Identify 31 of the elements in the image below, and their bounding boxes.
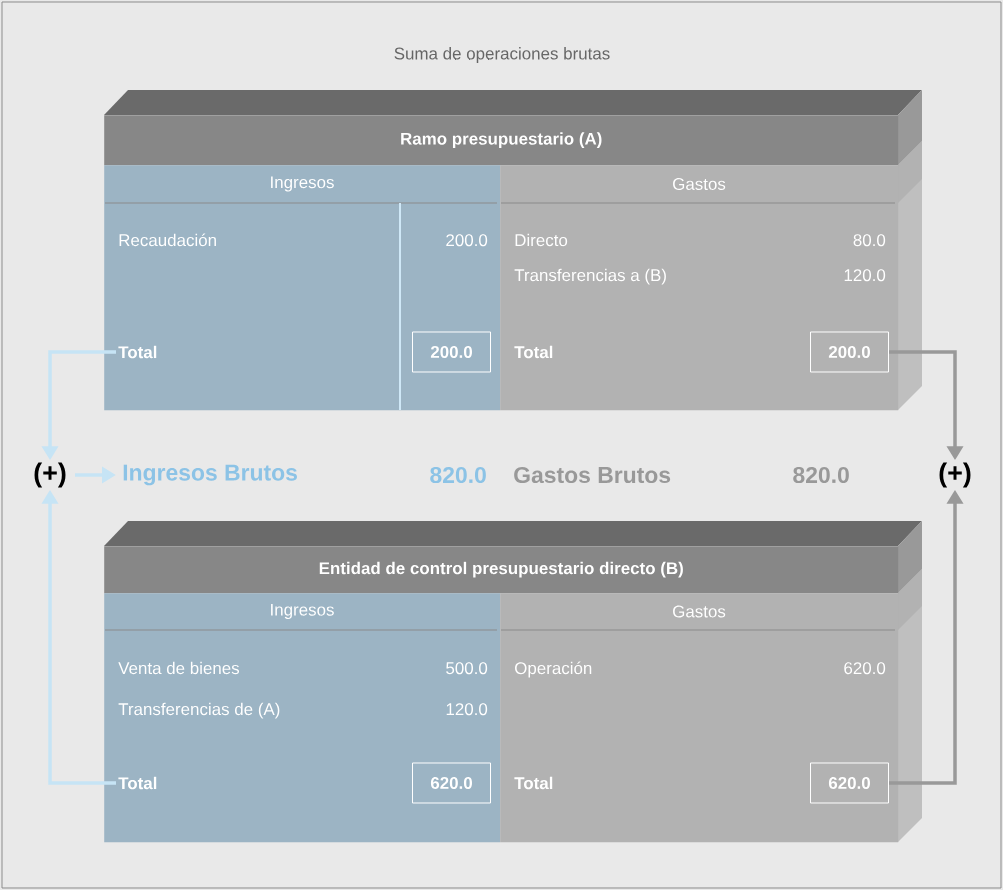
row-label: Transferencias de (A) [118, 702, 280, 719]
column-heading: Gastos [673, 605, 726, 618]
total-heading: Gastos Brutos [514, 466, 671, 484]
total-box: 200.0 [412, 331, 491, 373]
row-label: Recaudación [119, 233, 216, 247]
plus-sign: (+) [34, 462, 66, 488]
total-box: 620.0 [412, 762, 491, 804]
total-label: Total [118, 776, 157, 790]
amount: 200.0 [446, 234, 488, 247]
total-label: Total [118, 345, 157, 359]
row-label: Transferencias a (B) [514, 268, 666, 285]
amount: 120.0 [446, 703, 488, 716]
amount: 120.0 [844, 269, 886, 282]
total-box: 620.0 [810, 762, 889, 804]
column-heading: Ingresos [271, 603, 334, 620]
column-heading: Gastos [673, 178, 726, 190]
total-heading: Ingresos Brutos [123, 464, 297, 486]
row-label: Venta de bienes [118, 661, 240, 675]
total-amount: 820.0 [793, 466, 849, 484]
amount: 80.0 [853, 234, 886, 247]
total-amount: 820.0 [430, 466, 486, 484]
column-heading: Ingresos [271, 176, 334, 192]
plus-sign: (+) [939, 462, 971, 488]
total-label: Total [514, 776, 553, 790]
amount: 500.0 [446, 662, 488, 675]
amount: 620.0 [844, 662, 886, 675]
total-label: Total [514, 345, 553, 359]
title: Suma de operaciones brutas [394, 47, 610, 63]
row-label: Directo [515, 233, 568, 247]
total-box: 200.0 [810, 331, 889, 373]
row-label: Operación [515, 661, 592, 678]
